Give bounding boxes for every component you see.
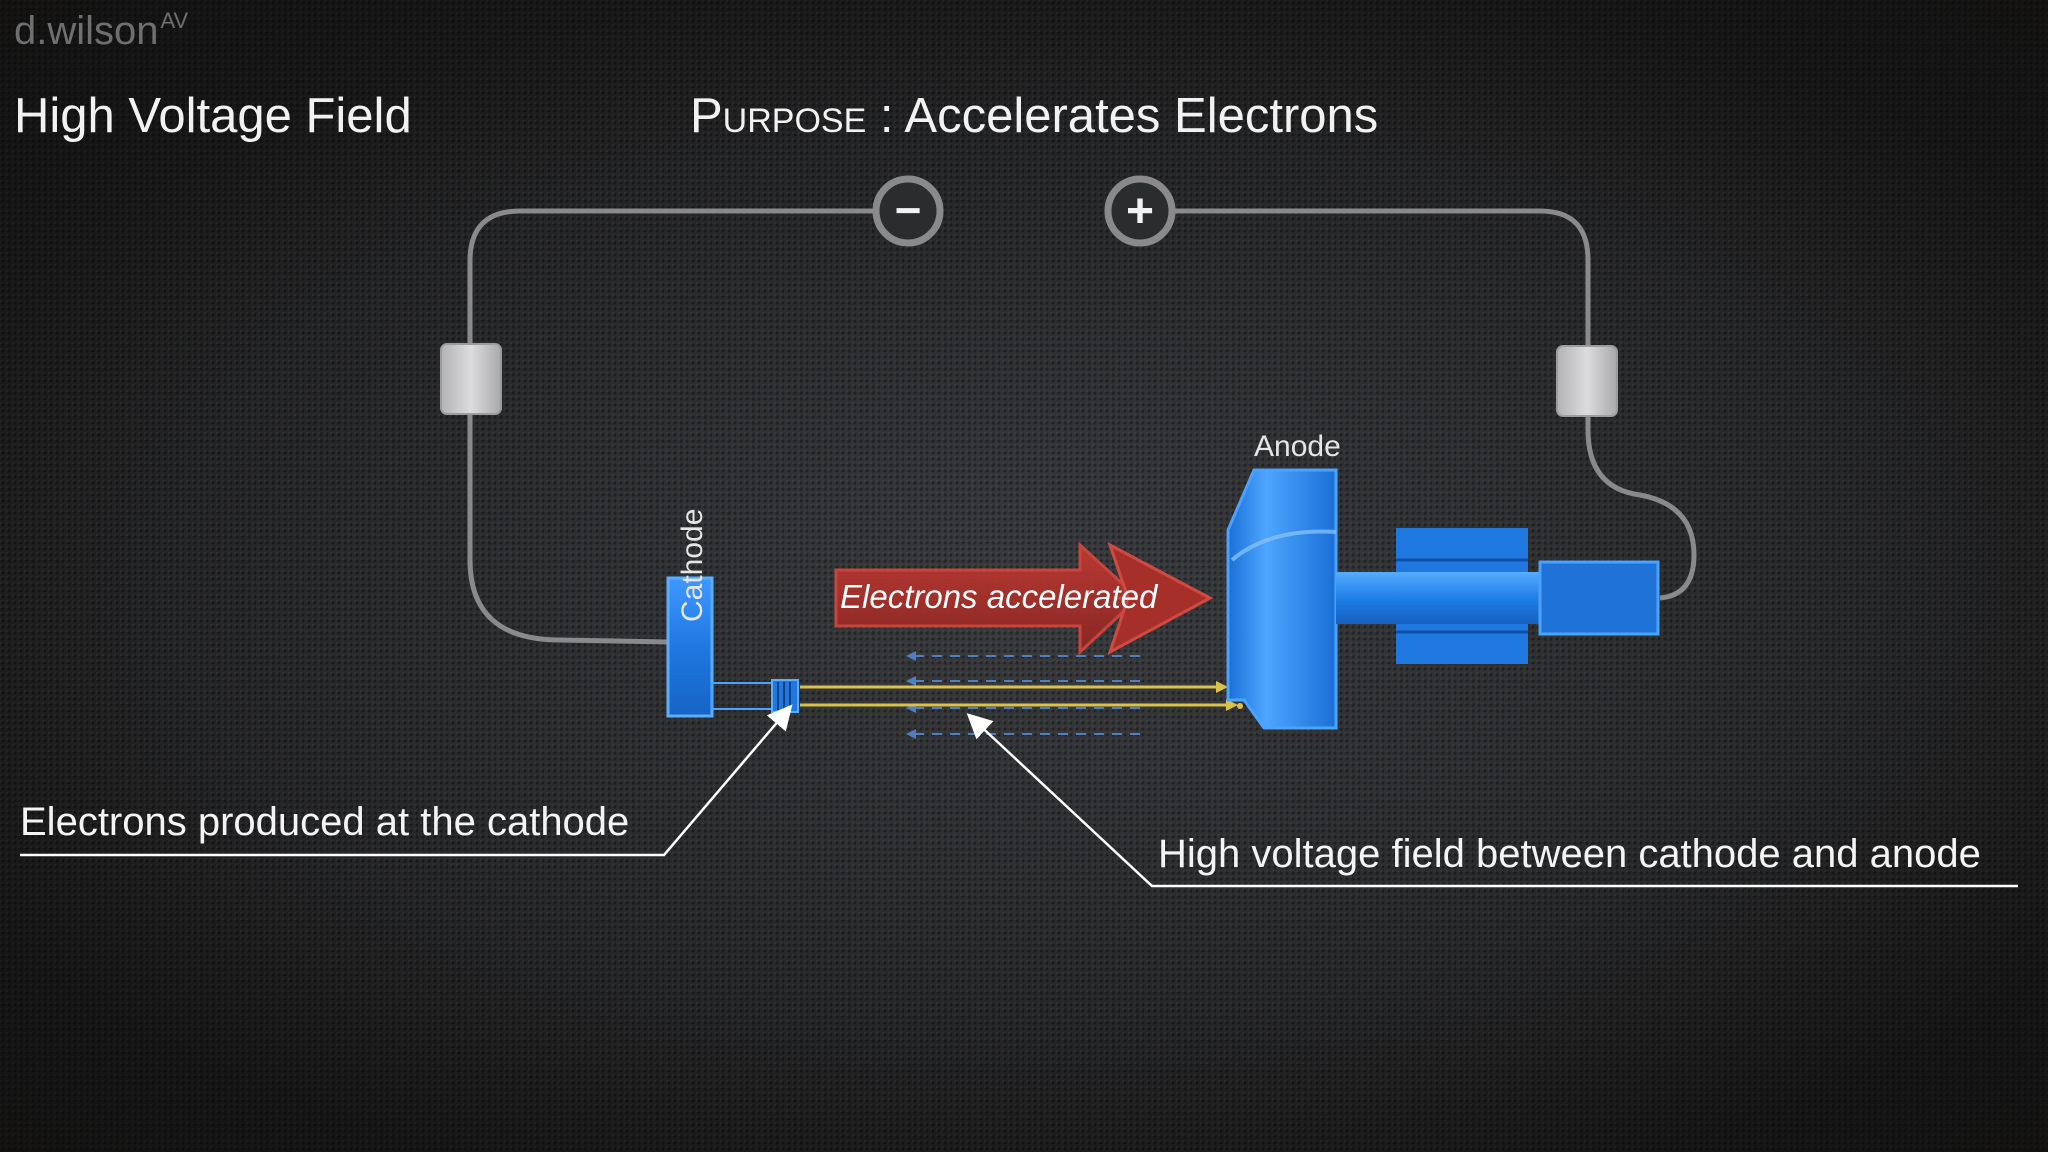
- purpose-text: Accelerates Electrons: [904, 89, 1379, 143]
- electrons-accelerated-label: Electrons accelerated: [840, 578, 1158, 615]
- negative-wire: [467, 208, 878, 645]
- cathode-callout-leader: [20, 704, 793, 857]
- field-callout-text: High voltage field between cathode and a…: [1158, 832, 1981, 876]
- slide-title: High Voltage Field: [14, 89, 412, 143]
- minus-icon: −: [895, 184, 922, 236]
- anode-label: Anode: [1254, 430, 1341, 463]
- right-insulator: [1556, 345, 1618, 417]
- cathode-callout-text: Electrons produced at the cathode: [20, 800, 630, 844]
- watermark-name: d.wilson: [14, 9, 159, 53]
- negative-terminal: −: [872, 175, 944, 247]
- purpose-separator: :: [866, 89, 905, 143]
- field-line-arrowheads: [906, 651, 916, 739]
- purpose-heading: Purpose : Accelerates Electrons: [690, 88, 1378, 144]
- positive-wire: [1170, 208, 1697, 601]
- cathode: [666, 576, 799, 718]
- field-lines: [910, 655, 1140, 735]
- electron-beam: [800, 685, 1232, 707]
- anode-stem: [1538, 560, 1660, 636]
- purpose-prefix: Purpose: [690, 89, 867, 143]
- field-callout-leader: [966, 713, 2018, 888]
- left-insulator: [440, 343, 502, 415]
- cathode-label: Cathode: [676, 508, 709, 622]
- acceleration-arrow-tail-chevron: [1107, 541, 1214, 656]
- watermark-suffix: AV: [160, 8, 189, 33]
- plus-icon: +: [1126, 185, 1154, 238]
- positive-terminal: +: [1104, 175, 1176, 247]
- acceleration-arrow: [834, 541, 1142, 656]
- anode: [1226, 468, 1660, 730]
- watermark-logo: d.wilsonAV: [14, 8, 188, 54]
